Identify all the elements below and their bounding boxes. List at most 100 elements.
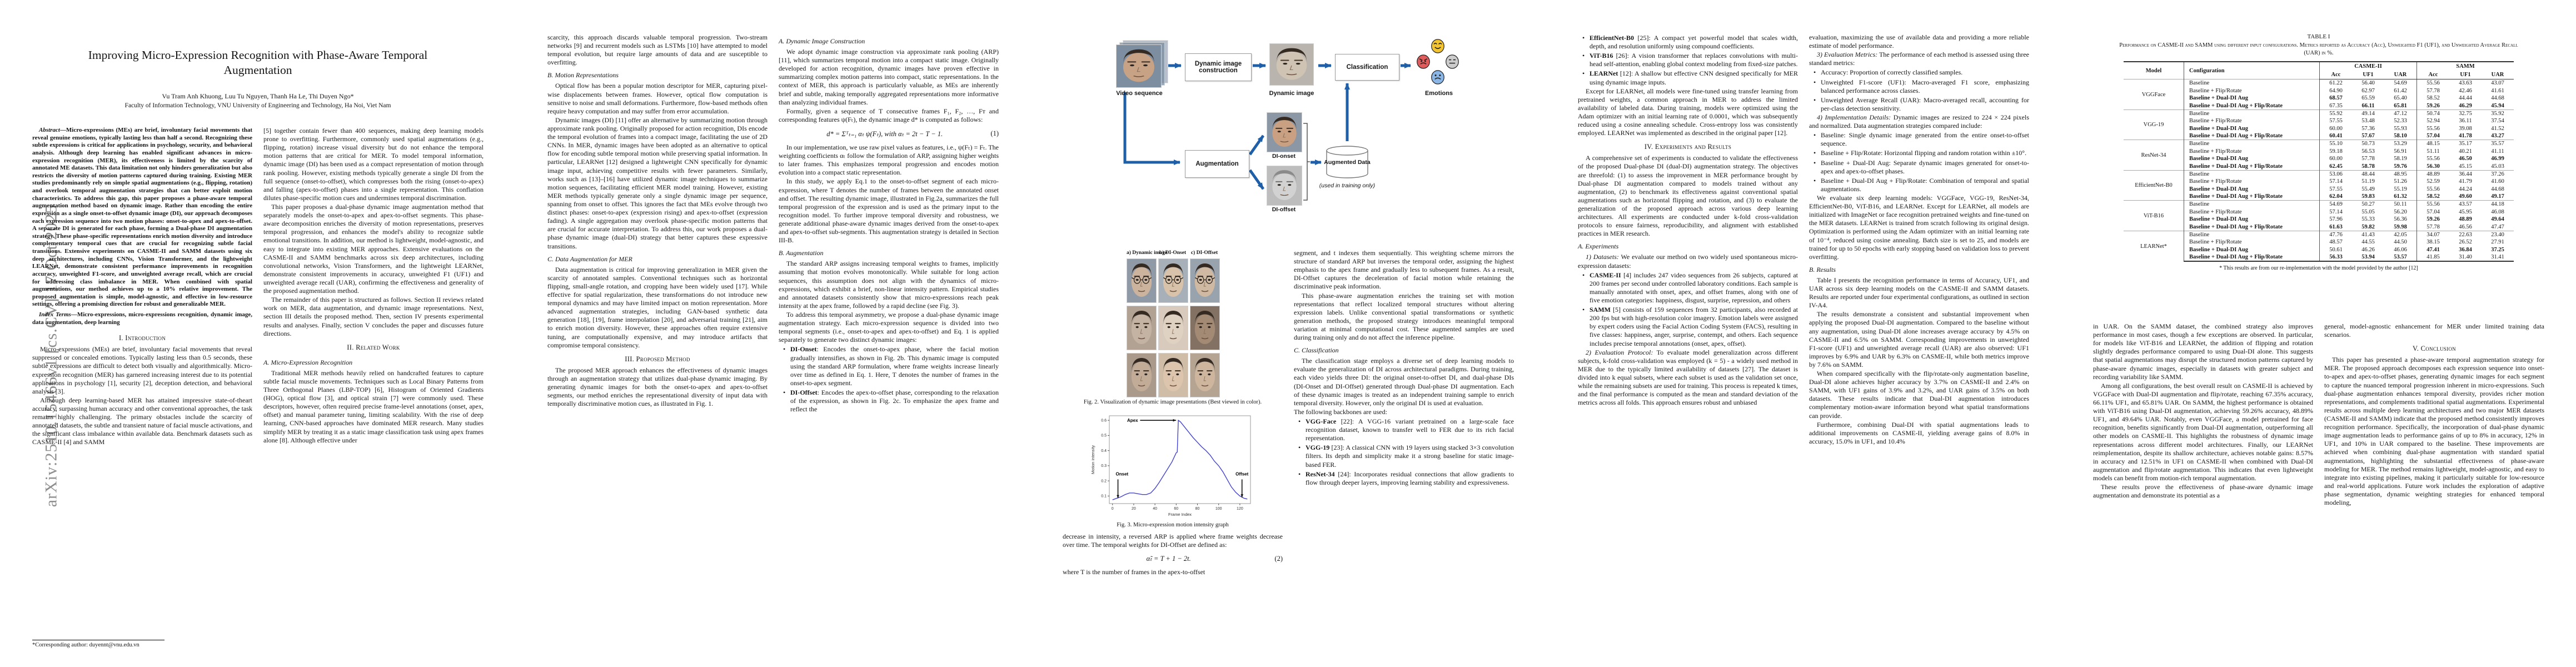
paragraph: decrease in intensity, a reversed ARP is…: [1063, 532, 1283, 549]
metric-value-cell: 56.91: [2394, 148, 2407, 155]
metric-value-cell: 47.12: [2384, 109, 2417, 118]
metric-value-cell: 40.21: [2459, 148, 2472, 155]
paragraph: We adopt dynamic image construction via …: [779, 48, 999, 106]
model-name-cell: LEARNet*: [2124, 230, 2184, 262]
paragraph: scarcity, this approach discards valuabl…: [547, 33, 768, 67]
text-column-p2c2: A. Dynamic Image Construction We adopt dy…: [779, 33, 999, 650]
metric-value-cell: 41.11: [2491, 148, 2504, 155]
metric-value-cell: 49.64: [2491, 216, 2504, 223]
paragraph: [5] together contain fewer than 400 sequ…: [263, 127, 484, 202]
metric-value-cell: 52.94: [2416, 117, 2449, 125]
bullet-item: •Unweighted F1-score (UF1): Macro-averag…: [1813, 78, 2029, 94]
metric-value-cell: 50.74: [2416, 109, 2449, 118]
metric-value-cell: 57.78: [2416, 87, 2449, 95]
metric-value-cell: 62.97: [2361, 87, 2375, 94]
metric-value-cell: 56.30: [2416, 162, 2449, 171]
table-1-title: TABLE I: [2307, 33, 2330, 40]
configuration-cell: Baseline + Dual-DI Aug + Flip/Rotate: [2184, 253, 2320, 262]
configuration-cell: Baseline + Flip/Rotate: [2184, 117, 2320, 125]
dynamic-image-thumb: [1269, 43, 1314, 86]
subsection-heading: A. Experiments: [1578, 242, 1619, 251]
face-photo-icon: [1127, 354, 1156, 397]
metric-value-cell: 53.06: [2319, 170, 2352, 178]
subsection-heading: C. Data Augmentation for MER: [547, 255, 632, 263]
metric-value-cell: 60.00: [2319, 155, 2352, 163]
metric-value-cell: 65.59: [2361, 95, 2375, 102]
fig2-face-tile: [1190, 306, 1220, 350]
bullet-item: •Accuracy: Proportion of correctly class…: [1813, 68, 1963, 77]
metric-value-cell: 43.07: [2482, 79, 2514, 87]
paragraph: We evaluate six deep learning models: VG…: [1809, 193, 2029, 261]
metric-value-cell: 34.07: [2416, 230, 2449, 239]
svg-text:0.6: 0.6: [1101, 419, 1107, 422]
metric-value-cell: 59.26: [2416, 216, 2449, 223]
metric-value-cell: 39.08: [2459, 125, 2472, 132]
configuration-cell: Baseline: [2184, 140, 2320, 148]
metric-value-cell: 45.15: [2459, 163, 2472, 170]
metric-value-cell: 49.14: [2352, 109, 2384, 118]
emotion-neutral-icon: [1445, 54, 1459, 69]
text-column-p5c1: in UAR. On the SAMM dataset, the combine…: [2093, 322, 2313, 650]
paragraph: The classification stage employs a diver…: [1294, 357, 1514, 407]
metric-value-cell: 32.75: [2449, 109, 2482, 118]
metric-value-cell: 55.19: [2394, 186, 2407, 192]
metric-value-cell: 38.15: [2416, 238, 2449, 246]
page-5: TABLE I Performance on CASME-II and SAMM…: [2061, 0, 2576, 667]
configuration-cell: Baseline: [2184, 200, 2320, 208]
paragraph: Among all configurations, the best overa…: [2093, 381, 2313, 482]
metric-value-cell: 45.94: [2491, 102, 2504, 109]
metric-value-cell: 55.56: [2416, 125, 2449, 132]
table-1-footnote: * This results are from our re-implement…: [2219, 265, 2418, 272]
paragraph: 4) Implementation Details: Dynamic image…: [1809, 113, 2029, 130]
face-photo-icon: [1117, 45, 1161, 87]
paper-title: Improving Micro-Expression Recognition w…: [88, 48, 428, 77]
metric-value-cell: 55.92: [2319, 109, 2352, 118]
metric-value-cell: 57.78: [2416, 223, 2449, 231]
paragraph: 1) Datasets: We evaluate our method on t…: [1578, 253, 1798, 270]
metric-value-cell: 48.89: [2459, 216, 2472, 223]
paragraph: This phase-aware augmentation enriches t…: [1294, 291, 1514, 342]
metric-value-cell: 57.55: [2319, 117, 2352, 125]
figure-2-caption: Fig. 2. Visualization of dynamic image p…: [1083, 399, 1262, 405]
section-heading: IV. Experiments and Results: [1644, 143, 1732, 151]
metric-value-cell: 53.94: [2352, 253, 2384, 262]
augmented-data-cylinder: Augmented Data: [1324, 145, 1371, 180]
metric-value-cell: 50.73: [2352, 140, 2384, 148]
metric-value-cell: 46.08: [2491, 208, 2504, 215]
paragraph: The remainder of this paper is structure…: [263, 296, 484, 337]
emotions-cluster: [1414, 39, 1464, 89]
configuration-cell: Baseline: [2184, 170, 2320, 178]
fig2-column-header: c) DI-Offset: [1190, 250, 1218, 256]
text-column-p3c2: segment, and t indexes them sequentially…: [1294, 249, 1514, 649]
text-column-p2c1: scarcity, this approach discards valuabl…: [547, 33, 768, 650]
table-1-block: TABLE I Performance on CASME-II and SAMM…: [2096, 33, 2541, 271]
metric-value-cell: 53.57: [2384, 253, 2417, 262]
metric-value-cell: 61.32: [2394, 193, 2407, 200]
metric-value-cell: 45.95: [2459, 208, 2472, 215]
configuration-cell: Baseline + Dual-DI Aug + Flip/Rotate: [2184, 192, 2320, 201]
subsection-heading: A. Dynamic Image Construction: [779, 37, 865, 45]
configuration-cell: Baseline + Dual-DI Aug + Flip/Rotate: [2184, 132, 2320, 140]
bullet-item: •VGG-19 [23]: A classical CNN with 19 la…: [1298, 444, 1514, 469]
metric-value-cell: 58.52: [2416, 192, 2449, 201]
paragraph: Micro-expressions (MEs) are brief, invol…: [32, 345, 252, 395]
metric-value-cell: 55.56: [2416, 155, 2449, 163]
flow-arrows: [1123, 63, 1411, 201]
page-4: •EfficientNet-B0 [25]: A compact yet pow…: [1546, 0, 2061, 667]
model-name-cell: ResNet-34: [2124, 140, 2184, 171]
abstract-paragraph: Abstract—Micro-expressions (MEs) are bri…: [32, 127, 252, 308]
face-photo-icon: [1190, 306, 1219, 350]
classification-box: Classification: [1335, 54, 1399, 81]
metric-value-cell: 60.00: [2319, 125, 2352, 132]
svg-text:0.3: 0.3: [1101, 464, 1107, 468]
